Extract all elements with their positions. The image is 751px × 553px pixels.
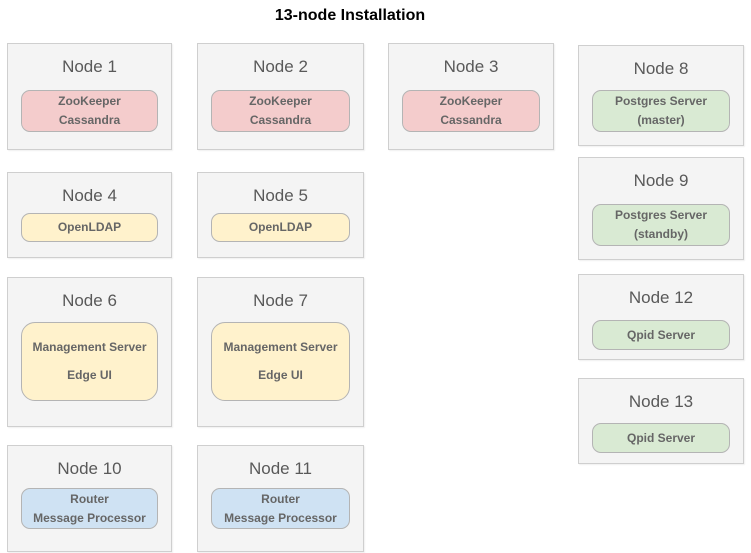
component-label: (standby) (634, 227, 688, 241)
node-1-component-box: ZooKeeper Cassandra (21, 90, 158, 132)
node-7-title: Node 7 (253, 291, 308, 310)
node-12: Node 12 Qpid Server (578, 274, 744, 360)
node-10-title: Node 10 (57, 459, 122, 478)
node-11-component-box: Router Message Processor (211, 488, 350, 529)
component-label: Management Server (32, 340, 147, 354)
component-label: Router (261, 491, 300, 506)
node-2-component-box: ZooKeeper Cassandra (211, 90, 350, 132)
component-label: Cassandra (440, 113, 502, 127)
node-12-component-box: Qpid Server (592, 320, 730, 350)
node-4: Node 4 OpenLDAP (7, 172, 172, 258)
component-label: Qpid Server (626, 430, 696, 445)
node-9: Node 9 Postgres Server (standby) (578, 157, 744, 260)
component-label: Cassandra (249, 113, 312, 127)
node-7-component-box: Management Server Edge UI (211, 322, 350, 401)
component-label: Qpid Server (626, 327, 696, 342)
node-12-title: Node 12 (628, 288, 694, 307)
node-9-component-box: Postgres Server (standby) (592, 204, 730, 246)
node-11: Node 11 Router Message Processor (197, 445, 364, 552)
component-label: Postgres Server (614, 208, 708, 222)
component-label: OpenLDAP (248, 220, 313, 234)
component-label: Cassandra (58, 113, 121, 127)
node-8-component-box: Postgres Server (master) (592, 90, 730, 132)
component-label: Message Processor (224, 510, 337, 525)
node-5-component-box: OpenLDAP (211, 213, 350, 242)
node-6-component-box: Management Server Edge UI (21, 322, 158, 401)
node-13-title: Node 13 (628, 392, 694, 411)
node-3: Node 3 ZooKeeper Cassandra (388, 43, 554, 150)
node-6: Node 6 Management Server Edge UI (7, 277, 172, 427)
node-3-title: Node 3 (443, 57, 499, 76)
component-label: ZooKeeper (58, 94, 121, 108)
node-4-component-box: OpenLDAP (21, 213, 158, 242)
node-8-title: Node 8 (633, 59, 689, 78)
node-10-component-box: Router Message Processor (21, 488, 158, 529)
component-label: Management Server (223, 340, 338, 354)
node-2: Node 2 ZooKeeper Cassandra (197, 43, 364, 150)
node-5: Node 5 OpenLDAP (197, 172, 364, 258)
component-label: Edge UI (258, 368, 303, 382)
component-label: Edge UI (67, 368, 112, 382)
diagram-title: 13-node Installation (274, 7, 426, 24)
node-13-component-box: Qpid Server (592, 423, 730, 453)
component-label: Postgres Server (614, 94, 708, 108)
node-2-title: Node 2 (253, 57, 308, 76)
component-label: (master) (637, 113, 685, 127)
node-11-title: Node 11 (248, 459, 312, 478)
node-9-title: Node 9 (633, 171, 689, 190)
node-7: Node 7 Management Server Edge UI (197, 277, 364, 427)
node-6-title: Node 6 (62, 291, 117, 310)
component-label: ZooKeeper (249, 94, 312, 108)
node-3-component-box: ZooKeeper Cassandra (402, 90, 540, 132)
node-5-title: Node 5 (253, 186, 308, 205)
component-label: OpenLDAP (57, 220, 122, 234)
node-1-title: Node 1 (62, 57, 117, 76)
node-4-title: Node 4 (62, 186, 117, 205)
node-8: Node 8 Postgres Server (master) (578, 45, 744, 146)
node-10: Node 10 Router Message Processor (7, 445, 172, 552)
node-13: Node 13 Qpid Server (578, 378, 744, 464)
component-label: Message Processor (33, 510, 146, 525)
component-label: ZooKeeper (439, 94, 503, 108)
component-label: Router (70, 491, 109, 506)
node-1: Node 1 ZooKeeper Cassandra (7, 43, 172, 150)
